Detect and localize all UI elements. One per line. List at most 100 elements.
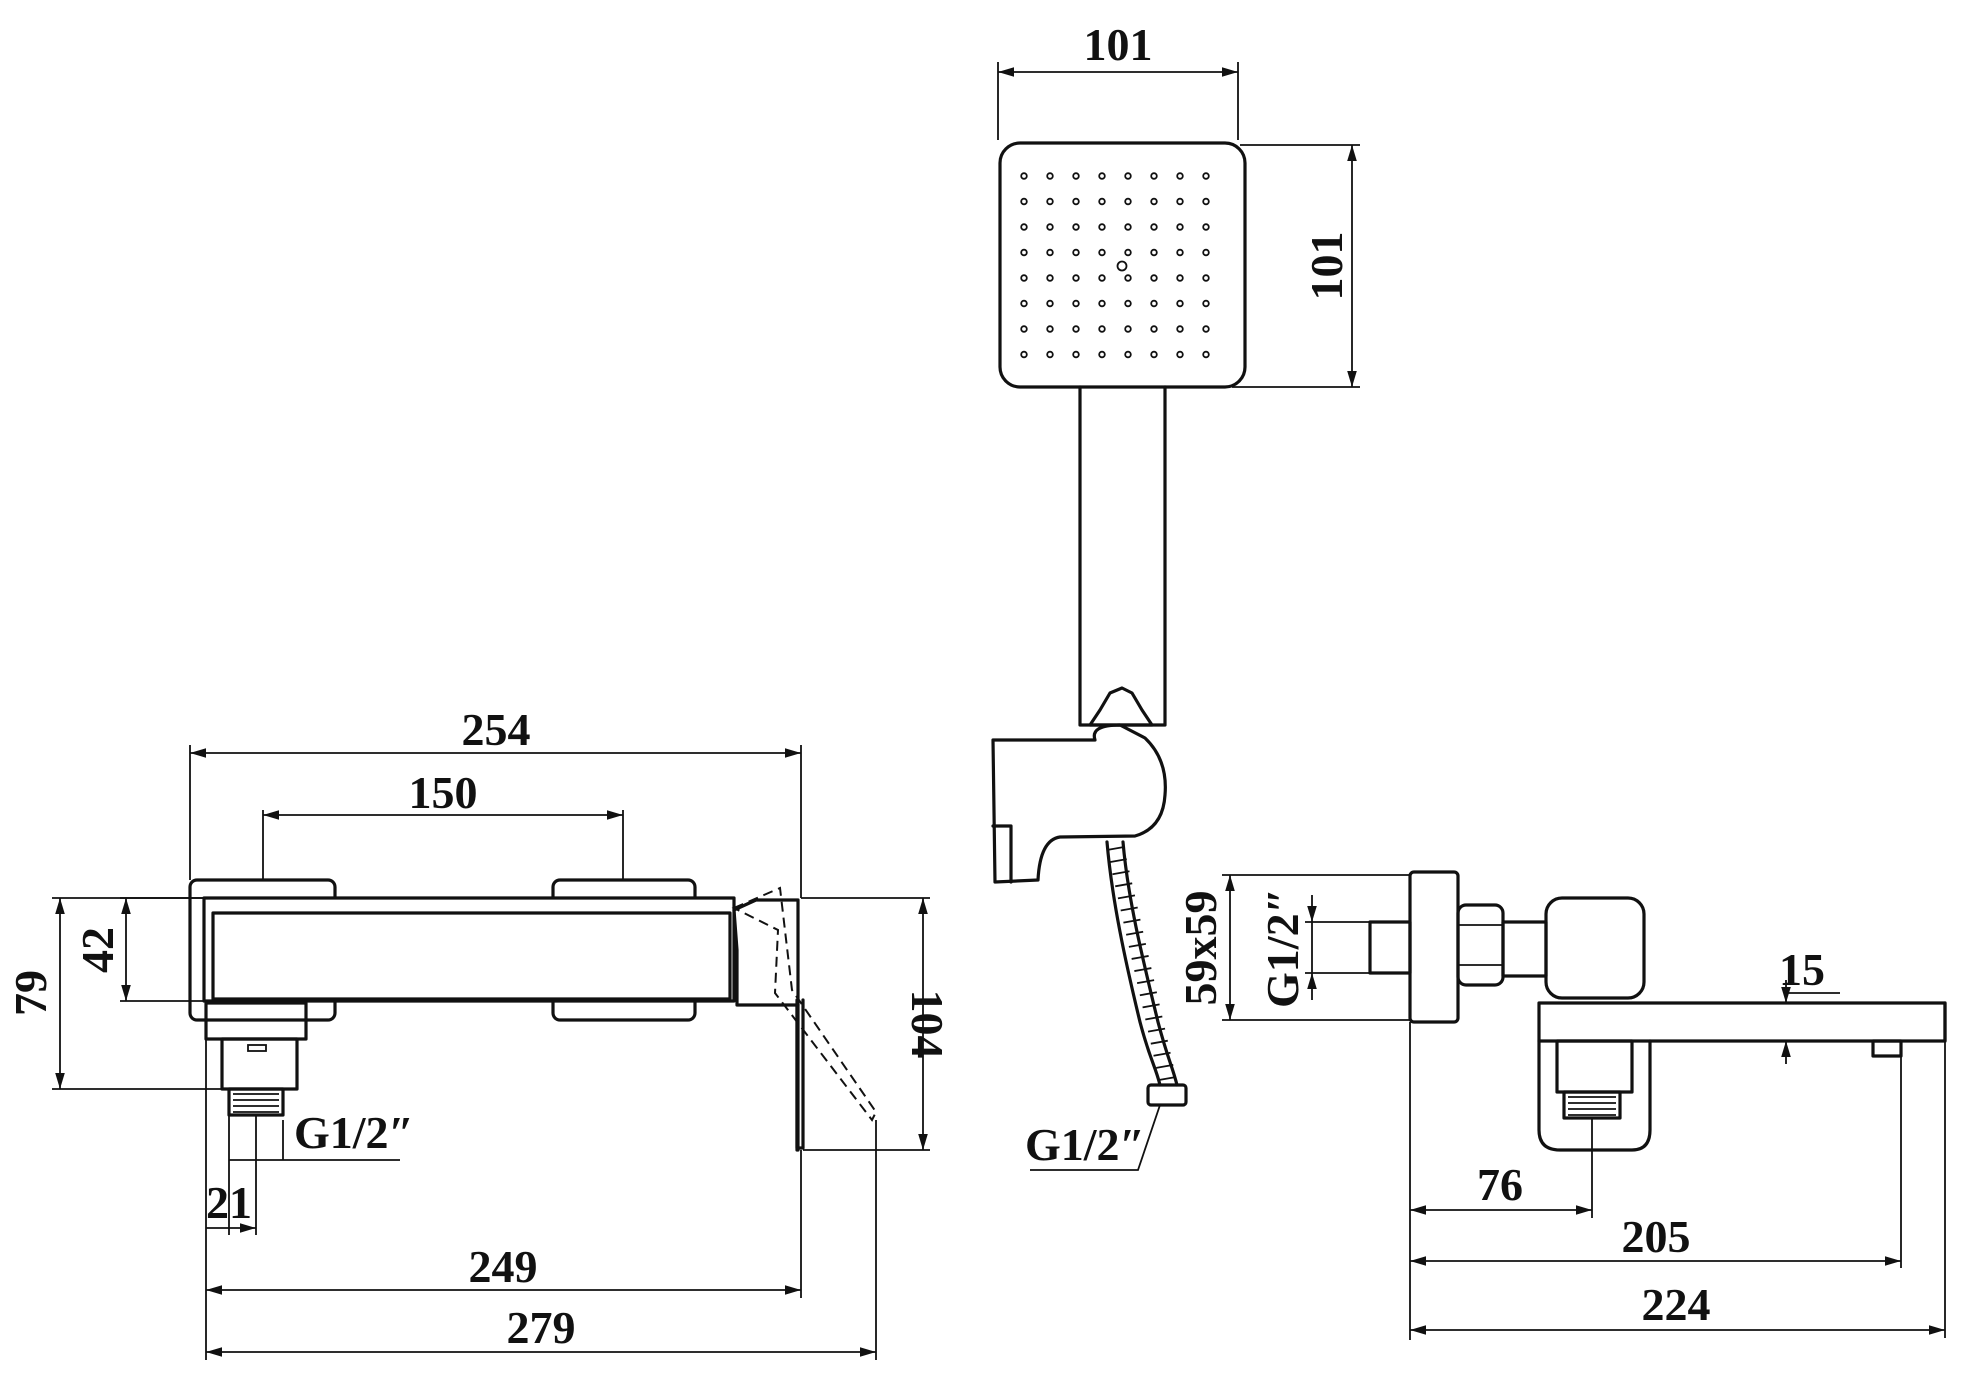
dim-head-width: 101 <box>1084 19 1153 70</box>
dim-15: 15 <box>1779 944 1825 995</box>
shower-head-outline <box>998 141 1247 389</box>
nozzle-dot <box>1202 325 1210 333</box>
neck <box>1501 920 1548 978</box>
nozzle-dot <box>1202 197 1210 206</box>
hose-ring <box>1158 1076 1177 1081</box>
nozzle-dot <box>1124 299 1132 308</box>
nozzle-dot <box>1020 248 1028 257</box>
nozzle-dot <box>1176 325 1184 333</box>
nozzle-dot <box>1124 197 1132 206</box>
nozzle-dot <box>1150 299 1158 308</box>
hose-ring <box>1150 1039 1168 1045</box>
dim-length-279: 279 <box>507 1302 576 1353</box>
lever-body <box>795 998 805 1150</box>
mixer-body[interactable] <box>202 896 736 1003</box>
nozzle-dot <box>1046 223 1054 231</box>
nozzle-dot <box>1072 274 1080 282</box>
nozzle-dot <box>1124 172 1132 180</box>
hose-ring <box>1123 918 1141 924</box>
nozzle-dot <box>1020 350 1028 359</box>
thread-hatch <box>233 1093 279 1113</box>
nozzle-dot <box>1150 197 1158 206</box>
nozzle-dot <box>1020 197 1028 206</box>
outlet-stub <box>220 1037 299 1091</box>
nozzle-dot <box>1072 350 1080 359</box>
nozzle-dot <box>1072 197 1080 206</box>
nozzle-dot <box>1150 325 1158 333</box>
nozzle-dot <box>1150 223 1158 231</box>
dim-flange-size: 59x59 <box>1175 891 1226 1006</box>
nozzle-dot <box>1046 274 1054 282</box>
shower-handle <box>1078 385 1167 727</box>
nozzle-dot <box>1098 172 1106 180</box>
nozzle-dot <box>1202 274 1210 282</box>
lower-housing <box>1537 1039 1652 1152</box>
thread-wall-outlet: G1/2″ <box>1257 888 1308 1008</box>
nozzle-dot <box>1202 172 1210 180</box>
dim-body-length: 254 <box>462 704 531 755</box>
hose-rings <box>1106 846 1177 1081</box>
nozzle-dot <box>1072 248 1080 257</box>
mixer-side-view <box>1368 870 1947 1152</box>
hose-nut <box>1146 1083 1188 1107</box>
dim-224: 224 <box>1642 1279 1711 1330</box>
nozzle-dot <box>1150 248 1158 257</box>
nozzle-dot <box>1124 223 1132 231</box>
nozzle-dot <box>1124 350 1132 359</box>
side-thread-hatch <box>1568 1096 1616 1116</box>
hose-ring <box>1128 942 1147 948</box>
nozzle-dot <box>1020 325 1028 333</box>
nozzle-dot <box>1124 325 1132 333</box>
hose-ring <box>1117 894 1136 900</box>
nozzle-dot <box>1072 325 1080 333</box>
hose-ring <box>1106 846 1125 851</box>
hose-ring <box>1136 979 1155 985</box>
nozzle-dot <box>1072 223 1080 231</box>
nozzle-dot <box>1020 172 1028 180</box>
wall-flange <box>1408 870 1460 1024</box>
connector-slot <box>247 1044 267 1052</box>
hose-ring <box>1115 882 1133 888</box>
center-nozzle <box>1116 260 1128 272</box>
nozzle-dot <box>1150 172 1158 180</box>
thread-mixer-inlet: G1/2″ <box>294 1107 414 1158</box>
hose-ring <box>1156 1064 1174 1069</box>
dim-inlet-spacing: 150 <box>409 767 478 818</box>
dim-head-height: 101 <box>1301 232 1352 301</box>
holder-pin <box>991 824 1013 884</box>
outlet-tip <box>1871 1039 1903 1058</box>
dim-205: 205 <box>1622 1211 1691 1262</box>
hex-nut-lines <box>1458 924 1503 966</box>
nozzle-dot <box>1150 274 1158 282</box>
nozzle-dot <box>1176 223 1184 231</box>
nozzle-dot <box>1124 274 1132 282</box>
nozzle-dot <box>1046 325 1054 333</box>
nozzle-dot <box>1046 172 1054 180</box>
nozzle-dot <box>1046 350 1054 359</box>
shower-nozzles <box>1020 172 1210 359</box>
nozzle-dot <box>1098 197 1106 206</box>
nozzle-dot <box>1098 248 1106 257</box>
nozzle-dot <box>1202 299 1210 308</box>
dim-76: 76 <box>1477 1159 1523 1210</box>
lever-cap[interactable] <box>1544 896 1646 1000</box>
dim-overall-height: 79 <box>5 970 56 1016</box>
nozzle-dot <box>1072 172 1080 180</box>
hose-ring <box>1126 930 1144 936</box>
mixer-front-view <box>188 878 878 1152</box>
nozzle-dot <box>1150 350 1158 359</box>
nozzle-dot <box>1176 274 1184 282</box>
nozzle-dot <box>1202 248 1210 257</box>
dim-lever-height: 104 <box>902 990 953 1059</box>
dim-body-height: 42 <box>72 927 123 973</box>
thread-hose-end: G1/2″ <box>1025 1119 1145 1170</box>
nozzle-dot <box>1098 299 1106 308</box>
hose-ring <box>1131 955 1149 960</box>
nozzle-dot <box>1020 299 1028 308</box>
hose-ring <box>1139 991 1157 997</box>
nozzle-dot <box>1072 299 1080 308</box>
nozzle-dot <box>1098 325 1106 333</box>
nozzle-dot <box>1098 274 1106 282</box>
hose-ring <box>1145 1015 1163 1021</box>
nozzle-dot <box>1020 223 1028 231</box>
